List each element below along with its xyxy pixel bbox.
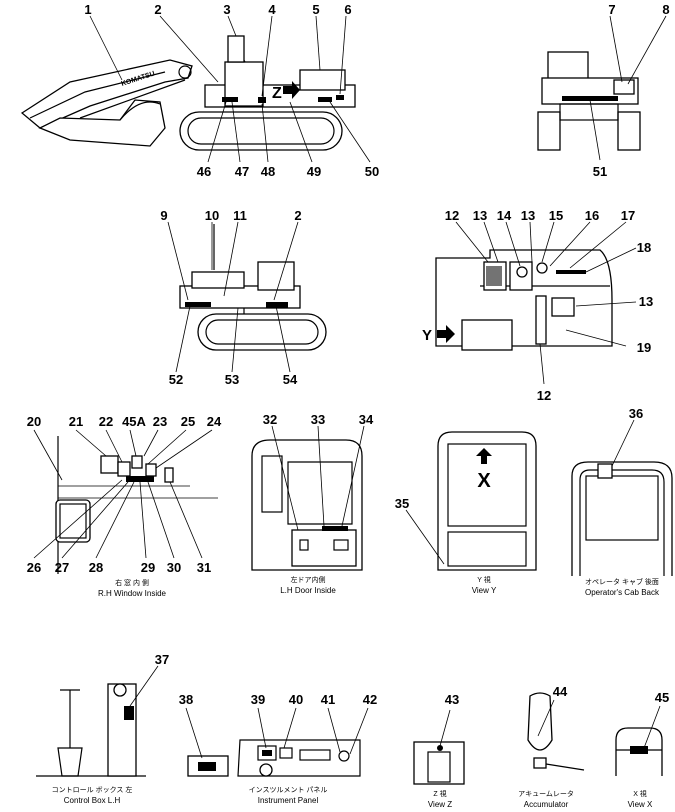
callout-12: 12 bbox=[445, 208, 459, 223]
view-x: 45 X 視 View X bbox=[615, 690, 669, 809]
callout-7: 7 bbox=[608, 2, 615, 17]
view-y: X 35 Y 視 View Y bbox=[395, 431, 537, 595]
y-arrow-label: Y bbox=[422, 327, 432, 344]
callout-9: 9 bbox=[160, 208, 167, 223]
callout-1: 1 bbox=[84, 2, 91, 17]
caption-accumulator: Accumulator bbox=[524, 800, 569, 809]
callout-25: 25 bbox=[181, 414, 195, 429]
callout-51: 51 bbox=[593, 164, 607, 179]
callout-30: 30 bbox=[167, 560, 181, 575]
callout-14: 14 bbox=[497, 208, 512, 223]
caption-instrument: Instrument Panel bbox=[258, 796, 319, 805]
callout-42: 42 bbox=[363, 692, 377, 707]
callout-40: 40 bbox=[289, 692, 303, 707]
callout-49: 49 bbox=[307, 164, 321, 179]
callout-8: 8 bbox=[662, 2, 669, 17]
callout-46: 46 bbox=[197, 164, 211, 179]
callout-52: 52 bbox=[169, 372, 183, 387]
callout-12b: 12 bbox=[537, 388, 551, 403]
caption-rh-window: R.H Window Inside bbox=[98, 589, 167, 598]
callout-5: 5 bbox=[312, 2, 319, 17]
callout-31: 31 bbox=[197, 560, 211, 575]
excavator-side-view: KOMATSU Z 1 2 bbox=[20, 2, 379, 179]
operators-cab-back: 36 オペレータ キャブ 後面 Operator's Cab Back bbox=[571, 406, 673, 597]
callout-19: 19 bbox=[637, 340, 651, 355]
callout-4: 4 bbox=[268, 2, 276, 17]
callout-2: 2 bbox=[154, 2, 161, 17]
callout-50: 50 bbox=[365, 164, 379, 179]
caption-view-x-jp: X 視 bbox=[633, 789, 647, 798]
callout-20: 20 bbox=[27, 414, 41, 429]
caption-cab-back: Operator's Cab Back bbox=[585, 588, 660, 597]
callout-39: 39 bbox=[251, 692, 265, 707]
callout-53: 53 bbox=[225, 372, 239, 387]
control-box-lh: 37 コントロール ボックス 左 Control Box L.H bbox=[36, 652, 169, 805]
callout-17: 17 bbox=[621, 208, 635, 223]
callout-34: 34 bbox=[359, 412, 374, 427]
callout-26: 26 bbox=[27, 560, 41, 575]
caption-instrument-jp: インスツルメント パネル bbox=[249, 786, 328, 794]
view-z: 43 Z 視 View Z bbox=[413, 692, 465, 809]
z-arrow-label: Z bbox=[272, 85, 282, 102]
caption-view-y-jp: Y 視 bbox=[477, 575, 491, 584]
callout-11: 11 bbox=[233, 208, 247, 223]
caption-view-z-jp: Z 視 bbox=[433, 789, 446, 798]
callout-32: 32 bbox=[263, 412, 277, 427]
callout-45a: 45A bbox=[122, 414, 146, 429]
caption-accumulator-jp: アキュームレータ bbox=[518, 789, 574, 798]
callout-29: 29 bbox=[141, 560, 155, 575]
callout-45: 45 bbox=[655, 690, 669, 705]
excavator-rear-view: 7 8 51 bbox=[537, 2, 670, 179]
callout-3: 3 bbox=[223, 2, 230, 17]
callout-2b: 2 bbox=[294, 208, 301, 223]
cab-top-view: Y 12 13 14 13 15 16 17 18 13 19 12 bbox=[422, 208, 653, 403]
callout-15: 15 bbox=[549, 208, 563, 223]
callout-22: 22 bbox=[99, 414, 113, 429]
callout-13c: 13 bbox=[639, 294, 653, 309]
callout-33: 33 bbox=[311, 412, 325, 427]
callout-18: 18 bbox=[637, 240, 651, 255]
excavator-left-side: 9 10 11 2 52 53 54 bbox=[160, 208, 327, 387]
callout-24: 24 bbox=[207, 414, 222, 429]
callout-54: 54 bbox=[283, 372, 298, 387]
caption-rh-window-jp: 右 窓 内 側 bbox=[115, 578, 149, 587]
callout-48: 48 bbox=[261, 164, 275, 179]
callout-38: 38 bbox=[179, 692, 193, 707]
caption-cab-back-jp: オペレータ キャブ 後面 bbox=[585, 577, 659, 586]
callout-36: 36 bbox=[629, 406, 643, 421]
callout-21: 21 bbox=[69, 414, 83, 429]
callout-6: 6 bbox=[344, 2, 351, 17]
instrument-panel: 38 39 40 41 42 インスツルメント パネル Instrument P… bbox=[179, 692, 377, 805]
caption-lh-door-jp: 左ドア内側 bbox=[291, 575, 326, 584]
caption-view-z: View Z bbox=[428, 800, 452, 809]
caption-control-box-jp: コントロール ボックス 左 bbox=[52, 785, 133, 794]
callout-16: 16 bbox=[585, 208, 599, 223]
accumulator: 44 アキュームレータ Accumulator bbox=[518, 684, 585, 809]
caption-lh-door: L.H Door Inside bbox=[280, 586, 336, 595]
caption-control-box: Control Box L.H bbox=[64, 796, 121, 805]
x-arrow-label: X bbox=[477, 470, 491, 492]
callout-47: 47 bbox=[235, 164, 249, 179]
lh-door-inside: 32 33 34 左ドア内側 L.H Door Inside bbox=[251, 412, 374, 595]
callout-23: 23 bbox=[153, 414, 167, 429]
caption-view-y: View Y bbox=[472, 586, 497, 595]
callout-28: 28 bbox=[89, 560, 103, 575]
callout-43: 43 bbox=[445, 692, 459, 707]
callout-37: 37 bbox=[155, 652, 169, 667]
callout-44: 44 bbox=[553, 684, 568, 699]
callout-10: 10 bbox=[205, 208, 219, 223]
callout-35: 35 bbox=[395, 496, 409, 511]
callout-13: 13 bbox=[473, 208, 487, 223]
callout-13b: 13 bbox=[521, 208, 535, 223]
caption-view-x: View X bbox=[628, 800, 653, 809]
callout-27: 27 bbox=[55, 560, 69, 575]
callout-41: 41 bbox=[321, 692, 335, 707]
rh-window-inside: 20 21 22 45A 23 25 24 26 27 28 29 30 31 … bbox=[27, 414, 222, 598]
